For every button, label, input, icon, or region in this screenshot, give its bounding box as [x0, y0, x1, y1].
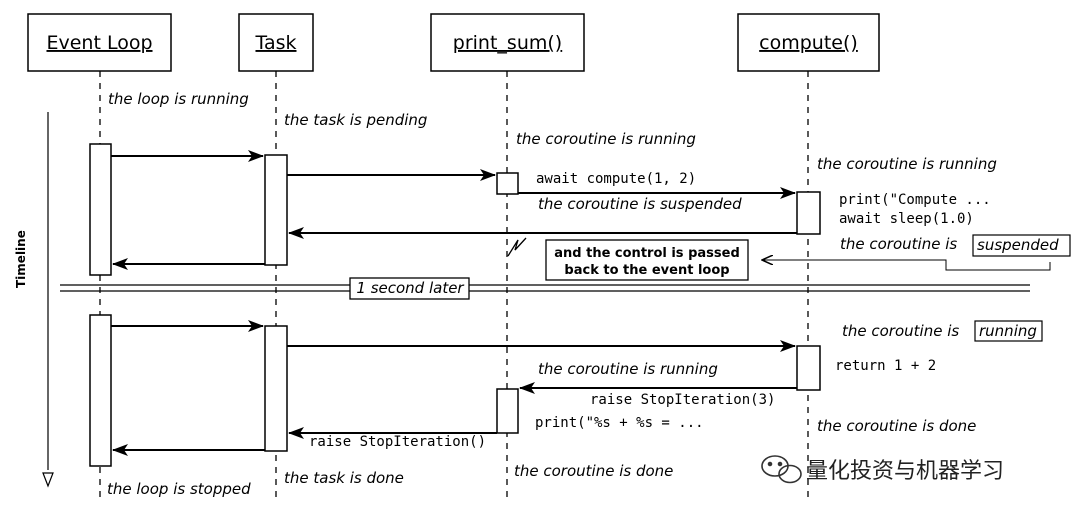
suspend-bolt-icon [507, 237, 527, 257]
control-passed-callout: and the control is passed back to the ev… [545, 239, 1051, 281]
suspended-highlight [972, 234, 1071, 257]
wechat-icon [761, 455, 802, 484]
note-print-stmt: print("%s + %s = ... [535, 415, 704, 431]
watermark: 量化投资与机器学习 [761, 455, 1004, 484]
note-running-word: running [979, 322, 1037, 340]
participant-compute: compute() [737, 13, 880, 72]
note-print-sum-running: the coroutine is running [516, 130, 696, 148]
note-compute-code-2: await sleep(1.0) [839, 211, 974, 227]
running-highlight [974, 320, 1043, 342]
participant-label: Event Loop [46, 32, 152, 54]
note-print-sum-done: the coroutine is done [514, 462, 673, 480]
note-raise-stop: raise StopIteration() [309, 434, 486, 450]
note-suspended-word: suspended [977, 236, 1059, 254]
participant-task: Task [238, 13, 314, 72]
participant-label: compute() [759, 32, 858, 54]
participant-print-sum: print_sum() [430, 13, 585, 72]
note-print-sum-suspended: the coroutine is suspended [538, 195, 742, 213]
timeline-label: Timeline [14, 230, 28, 288]
note-print-sum-running-2: the coroutine is running [538, 360, 718, 378]
timeline-axis: Timeline [14, 112, 54, 488]
callout-line-2: back to the event loop [564, 263, 729, 278]
note-compute-running: the coroutine is running [817, 155, 997, 173]
separator-label: 1 second later [356, 279, 464, 297]
watermark-text: 量化投资与机器学习 [806, 459, 1004, 484]
note-compute-code-1: print("Compute ... [839, 192, 991, 208]
callout-line-1: and the control is passed [554, 246, 740, 261]
note-loop-running: the loop is running [108, 90, 249, 108]
note-compute-running-2: the coroutine is [842, 322, 959, 340]
participant-label: print_sum() [453, 32, 562, 54]
note-loop-stopped: the loop is stopped [107, 480, 251, 498]
note-await-compute: await compute(1, 2) [536, 171, 696, 187]
note-task-pending: the task is pending [284, 111, 427, 129]
note-return-stmt: return 1 + 2 [835, 358, 936, 374]
note-task-done: the task is done [284, 469, 404, 487]
activation-bars [89, 143, 821, 467]
note-compute-suspended: the coroutine is [840, 235, 957, 253]
time-separator: 1 second later [60, 277, 1030, 300]
note-raise-stop-3: raise StopIteration(3) [590, 392, 775, 408]
participant-event-loop: Event Loop [27, 13, 172, 72]
note-compute-done: the coroutine is done [817, 417, 976, 435]
messages [111, 150, 797, 456]
participant-label: Task [254, 32, 296, 54]
